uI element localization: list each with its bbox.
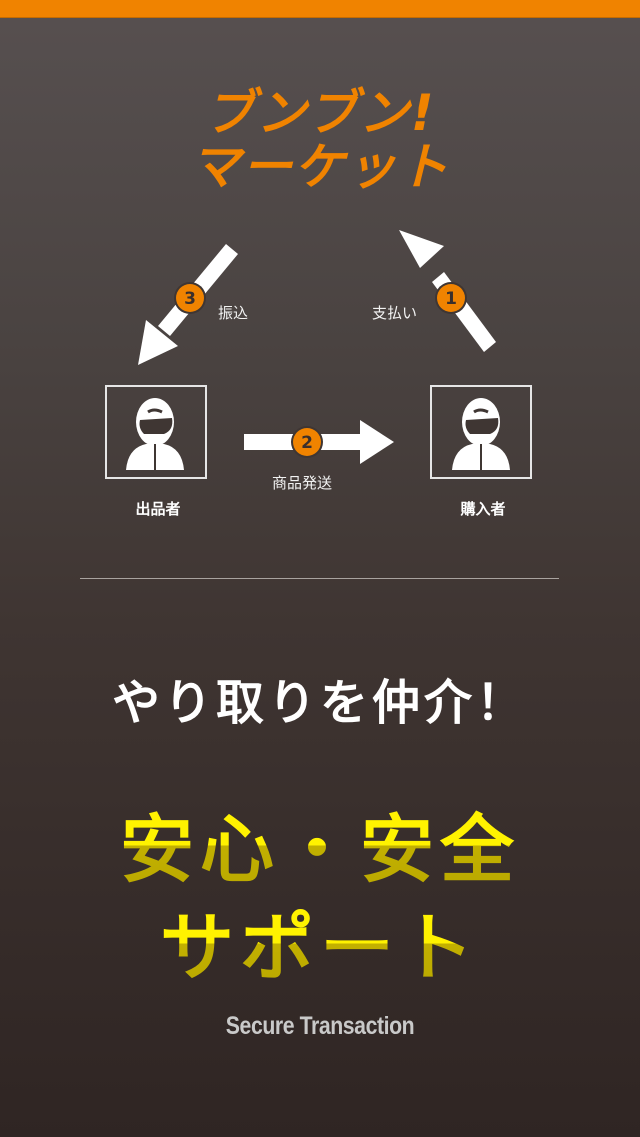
logo-line-1: ブンブン!: [204, 84, 436, 142]
buyer-label: 購入者: [460, 500, 506, 518]
section-divider: [80, 578, 559, 579]
buyer-box: [430, 385, 532, 479]
svg-text:1: 1: [445, 289, 457, 309]
step-3-label: 振込: [218, 304, 249, 322]
headline-line-2: サポート: [0, 888, 640, 995]
headline-line-1: 安心・安全: [0, 790, 640, 897]
logo-line-2: マーケット: [190, 138, 450, 196]
seller-label: 出品者: [135, 500, 181, 518]
buyer-helmet-rider-icon: [452, 398, 510, 470]
seller-box: [105, 385, 207, 479]
seller-helmet-rider-icon: [126, 398, 184, 470]
step-2-label: 商品発送: [272, 474, 333, 492]
step-2-badge: 2: [291, 426, 323, 458]
step-1-badge: 1: [435, 282, 467, 314]
footer-english-caption: Secure Transaction: [225, 1012, 415, 1040]
step-1-label: 支払い: [372, 304, 418, 322]
svg-text:3: 3: [184, 289, 196, 309]
step-3-badge: 3: [174, 282, 206, 314]
tagline: やり取りを仲介！: [111, 675, 528, 731]
app-logo: ブンブン! マーケット: [190, 86, 450, 194]
transaction-flow-diagram: 3 1 2: [126, 230, 510, 470]
top-accent-bar: [0, 0, 640, 18]
svg-text:2: 2: [301, 433, 313, 453]
